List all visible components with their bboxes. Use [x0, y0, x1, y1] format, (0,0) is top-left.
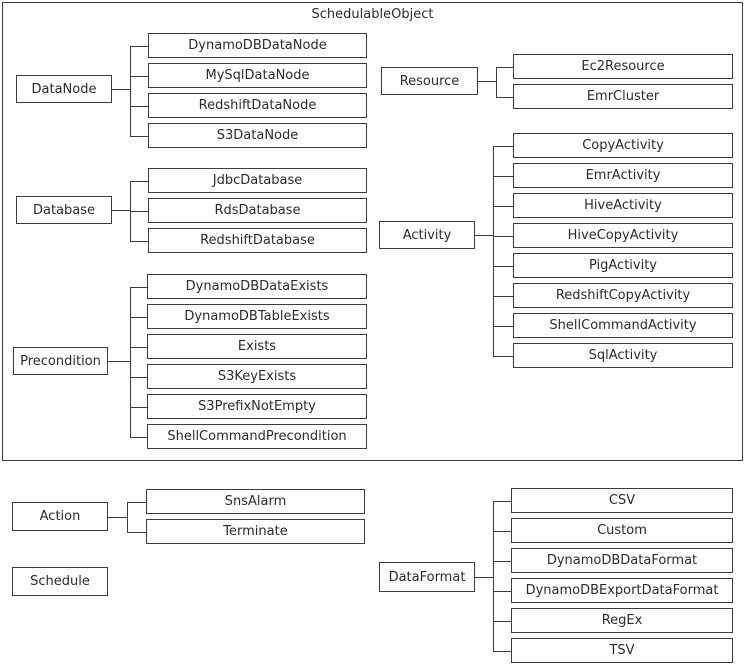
node-activity: Activity	[379, 221, 475, 249]
node-mysqldatanode: MySqlDataNode	[148, 63, 367, 88]
connector-line	[130, 347, 147, 348]
node-hiveactivity: HiveActivity	[513, 193, 733, 218]
connector-line	[496, 97, 513, 98]
node-rdsdatabase: RdsDatabase	[148, 198, 367, 223]
node-redshiftcopyactivity: RedshiftCopyActivity	[513, 283, 733, 308]
connector-line	[475, 235, 493, 236]
connector-line	[493, 296, 513, 297]
node-sqlactivity: SqlActivity	[513, 343, 733, 368]
connector-line	[493, 206, 513, 207]
node-tsv: TSV	[511, 638, 733, 663]
node-s3keyexists: S3KeyExists	[147, 364, 367, 389]
connector-line	[127, 532, 146, 533]
node-dynamodbdataexists: DynamoDBDataExists	[147, 274, 367, 299]
connector-line	[130, 106, 148, 107]
node-dataformat: DataFormat	[379, 562, 475, 592]
connector-line	[496, 67, 497, 98]
connector-line	[130, 287, 131, 438]
node-copyactivity: CopyActivity	[513, 133, 733, 158]
node-action: Action	[12, 502, 108, 531]
node-csv: CSV	[511, 488, 733, 513]
connector-line	[130, 437, 147, 438]
connector-line	[493, 621, 511, 622]
connector-line	[493, 326, 513, 327]
connector-line	[130, 241, 148, 242]
connector-line	[130, 76, 148, 77]
schedulable-object-container-box	[2, 2, 743, 461]
node-redshiftdatanode: RedshiftDataNode	[148, 93, 367, 118]
node-hivecopyactivity: HiveCopyActivity	[513, 223, 733, 248]
connector-line	[475, 577, 493, 578]
connector-line	[478, 81, 496, 82]
connector-line	[127, 502, 146, 503]
connector-line	[493, 236, 513, 237]
diagram-title: SchedulableObject	[311, 7, 434, 22]
connector-line	[108, 361, 130, 362]
connector-line	[496, 67, 513, 68]
node-terminate: Terminate	[146, 519, 365, 544]
connector-line	[130, 287, 147, 288]
connector-line	[130, 211, 148, 212]
node-s3datanode: S3DataNode	[148, 123, 367, 148]
connector-line	[130, 46, 131, 137]
connector-line	[130, 407, 147, 408]
node-precondition: Precondition	[13, 347, 108, 375]
connector-line	[108, 517, 127, 518]
node-dynamodbdataformat: DynamoDBDataFormat	[511, 548, 733, 573]
connector-line	[112, 210, 130, 211]
node-shellcommandactivity: ShellCommandActivity	[513, 313, 733, 338]
node-s3prefixnotempty: S3PrefixNotEmpty	[147, 394, 367, 419]
node-snsalarm: SnsAlarm	[146, 489, 365, 514]
node-redshiftdatabase: RedshiftDatabase	[148, 228, 367, 253]
node-emrcluster: EmrCluster	[513, 84, 733, 109]
connector-line	[130, 317, 147, 318]
node-dynamodbtableexists: DynamoDBTableExists	[147, 304, 367, 329]
node-ec2resource: Ec2Resource	[513, 54, 733, 79]
connector-line	[493, 591, 511, 592]
connector-line	[130, 46, 148, 47]
connector-line	[493, 561, 511, 562]
connector-line	[493, 651, 511, 652]
connector-line	[493, 146, 494, 357]
connector-line	[493, 146, 513, 147]
node-shellcommandprecondition: ShellCommandPrecondition	[147, 424, 367, 449]
node-pigactivity: PigActivity	[513, 253, 733, 278]
connector-line	[493, 531, 511, 532]
node-resource: Resource	[381, 67, 478, 95]
connector-line	[130, 377, 147, 378]
connector-line	[127, 502, 128, 533]
node-emractivity: EmrActivity	[513, 163, 733, 188]
node-custom: Custom	[511, 518, 733, 543]
node-jdbcdatabase: JdbcDatabase	[148, 168, 367, 193]
connector-line	[493, 501, 511, 502]
node-database: Database	[16, 196, 112, 224]
node-dynamodbexportdataformat: DynamoDBExportDataFormat	[511, 578, 733, 603]
connector-line	[130, 181, 148, 182]
connector-line	[130, 136, 148, 137]
connector-line	[493, 176, 513, 177]
node-datanode: DataNode	[16, 75, 112, 103]
connector-line	[493, 501, 494, 652]
connector-line	[112, 89, 130, 90]
node-schedule: Schedule	[12, 567, 108, 596]
node-dynamodbdatanode: DynamoDBDataNode	[148, 33, 367, 58]
connector-line	[493, 356, 513, 357]
node-regex: RegEx	[511, 608, 733, 633]
node-exists: Exists	[147, 334, 367, 359]
connector-line	[493, 266, 513, 267]
